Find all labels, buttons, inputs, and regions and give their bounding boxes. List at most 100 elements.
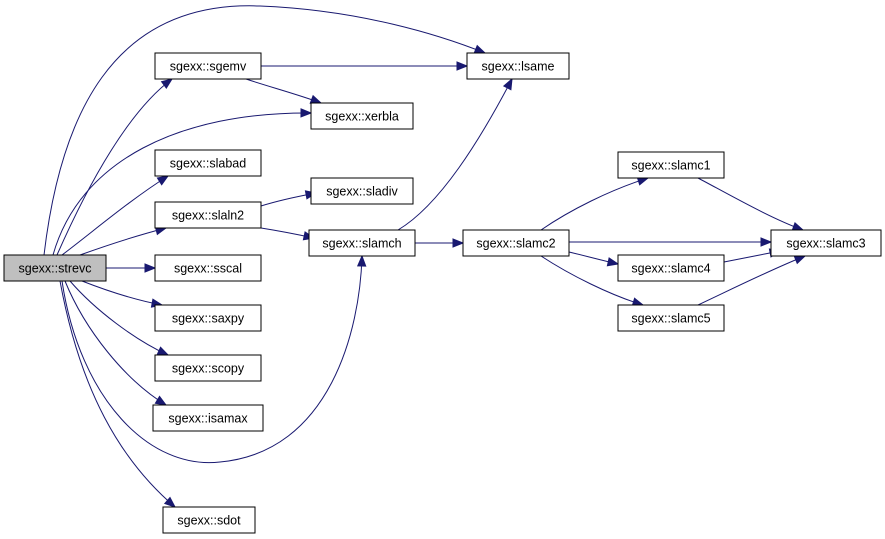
node-box	[154, 201, 262, 229]
edge-strevc-sgemv	[56, 78, 174, 256]
node-label: sgexx::saxpy	[172, 312, 245, 326]
edge-strevc-saxpy	[81, 280, 164, 308]
node-label: sgexx::slabad	[170, 157, 246, 171]
arrowhead-icon	[154, 395, 168, 406]
node-box	[310, 102, 414, 130]
edge-slamc2-slamc4	[568, 251, 620, 267]
arrowhead-icon	[452, 238, 465, 248]
node-slaln2[interactable]: sgexx::slaln2	[154, 201, 262, 229]
node-box	[154, 354, 262, 382]
node-label: sgexx::slamc3	[786, 237, 865, 251]
node-label: sgexx::xerbla	[325, 110, 399, 124]
node-box	[308, 229, 416, 257]
edge-line	[61, 255, 363, 464]
edge-slamc2-slamc1	[540, 176, 650, 231]
node-label: sgexx::slamc5	[631, 312, 710, 326]
node-label: sgexx::sladiv	[326, 185, 398, 199]
edge-line	[397, 78, 513, 231]
node-box	[154, 52, 262, 80]
node-sgemv[interactable]: sgexx::sgemv	[154, 52, 262, 80]
node-slamc1[interactable]: sgexx::slamc1	[617, 151, 725, 179]
edge-line	[64, 280, 167, 406]
arrowhead-icon	[456, 61, 469, 71]
edge-sgemv-lsame	[261, 61, 469, 71]
arrowhead-icon	[144, 263, 157, 273]
arrowhead-icon	[473, 44, 487, 54]
node-label: sgexx::scopy	[172, 362, 245, 376]
edge-slaln2-sladiv	[260, 190, 318, 207]
edge-line	[540, 177, 649, 231]
arrowhead-icon	[156, 346, 170, 356]
node-label: sgexx::sgemv	[170, 60, 247, 74]
arrowhead-icon	[791, 221, 805, 231]
node-label: sgexx::sscal	[174, 262, 242, 276]
edge-slamc1-slamc3	[697, 177, 805, 231]
arrowhead-icon	[606, 257, 620, 267]
node-sdot[interactable]: sgexx::sdot	[162, 506, 256, 534]
edge-strevc-sscal	[106, 263, 157, 273]
node-label: sgexx::slamc4	[631, 262, 710, 276]
edge-line	[245, 78, 322, 104]
edge-sgemv-xerbla	[245, 78, 323, 104]
arrowhead-icon	[356, 254, 367, 267]
node-box	[154, 149, 262, 177]
arrowhead-icon	[160, 78, 174, 90]
node-label: sgexx::strevc	[19, 262, 92, 276]
edge-line	[697, 177, 804, 231]
edge-strevc-slamch	[61, 254, 367, 464]
arrowhead-icon	[309, 94, 323, 104]
edge-line	[56, 78, 173, 256]
node-box	[466, 52, 570, 80]
node-slamc3[interactable]: sgexx::slamc3	[770, 229, 882, 257]
node-label: sgexx::sdot	[177, 514, 241, 528]
node-label: sgexx::slamc2	[476, 237, 555, 251]
arrowhead-icon	[300, 108, 313, 118]
edge-line	[69, 280, 169, 356]
node-slamch[interactable]: sgexx::slamch	[308, 229, 416, 257]
node-box	[3, 254, 107, 282]
node-lsame[interactable]: sgexx::lsame	[466, 52, 570, 80]
node-slamc2[interactable]: sgexx::slamc2	[462, 229, 570, 257]
node-box	[462, 229, 570, 257]
node-slamc5[interactable]: sgexx::slamc5	[617, 304, 725, 332]
node-label: sgexx::isamax	[168, 412, 248, 426]
node-scopy[interactable]: sgexx::scopy	[154, 354, 262, 382]
node-isamax[interactable]: sgexx::isamax	[152, 404, 264, 432]
edge-slamch-slamc2	[415, 238, 465, 248]
edge-line	[540, 255, 644, 306]
node-box	[154, 254, 262, 282]
edge-line	[52, 112, 312, 256]
edge-strevc-sdot	[59, 280, 177, 508]
node-label: sgexx::slamch	[322, 237, 401, 251]
arrowhead-icon	[163, 496, 177, 508]
node-box	[152, 404, 264, 432]
edge-strevc-scopy	[69, 280, 170, 356]
arrowhead-icon	[793, 255, 807, 265]
edge-line	[79, 227, 167, 256]
node-sscal[interactable]: sgexx::sscal	[154, 254, 262, 282]
node-box	[310, 177, 414, 205]
edge-line	[81, 280, 163, 306]
arrowhead-icon	[502, 77, 513, 91]
edges-layer	[43, 5, 807, 508]
node-xerbla[interactable]: sgexx::xerbla	[310, 102, 414, 130]
node-sladiv[interactable]: sgexx::sladiv	[310, 177, 414, 205]
node-box	[617, 304, 725, 332]
node-box	[162, 506, 256, 534]
node-strevc[interactable]: sgexx::strevc	[3, 254, 107, 282]
edge-strevc-isamax	[64, 280, 168, 406]
arrowhead-icon	[760, 237, 773, 247]
node-label: sgexx::slamc1	[631, 159, 710, 173]
edge-line	[697, 255, 806, 306]
node-slamc4[interactable]: sgexx::slamc4	[617, 254, 725, 282]
node-slabad[interactable]: sgexx::slabad	[154, 149, 262, 177]
edge-slamc2-slamc3	[569, 237, 773, 247]
edge-strevc-xerbla	[52, 108, 313, 256]
edge-slaln2-slamch	[260, 227, 316, 241]
node-box	[617, 151, 725, 179]
node-box	[154, 304, 262, 332]
node-saxpy[interactable]: sgexx::saxpy	[154, 304, 262, 332]
edge-strevc-slabad	[61, 175, 170, 256]
node-box	[617, 254, 725, 282]
